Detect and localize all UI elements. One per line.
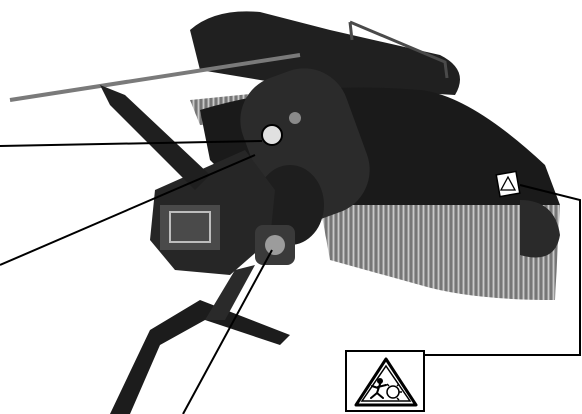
warning-decal-enlarged: [345, 350, 425, 412]
warning-decal-on-machine: [496, 171, 520, 196]
pivot-knob: [262, 125, 282, 145]
sweeper-machine: [10, 11, 560, 414]
entanglement-warning-icon: [353, 356, 419, 408]
lift-arm-lower: [110, 300, 290, 414]
